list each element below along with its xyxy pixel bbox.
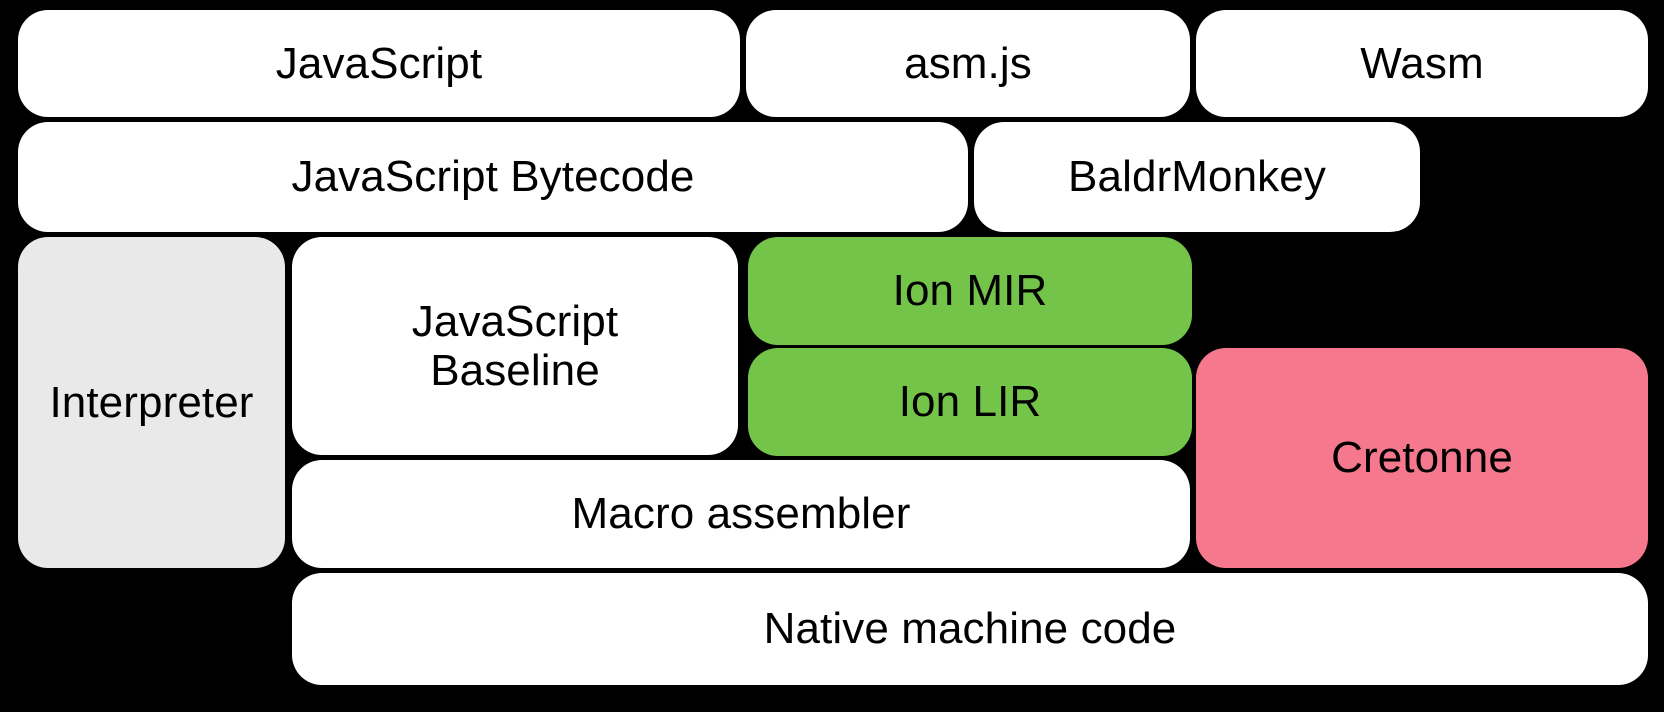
node-cretonne: Cretonne [1196, 348, 1648, 568]
node-javascript-baseline: JavaScript Baseline [292, 237, 738, 455]
node-ion-mir: Ion MIR [748, 237, 1192, 345]
node-javascript: JavaScript [18, 10, 740, 117]
node-native-machine-code: Native machine code [292, 573, 1648, 685]
node-ion-lir: Ion LIR [748, 348, 1192, 456]
node-interpreter: Interpreter [18, 237, 285, 568]
node-wasm: Wasm [1196, 10, 1648, 117]
node-baldrmonkey: BaldrMonkey [974, 122, 1420, 232]
node-macro-assembler: Macro assembler [292, 460, 1190, 568]
node-javascript-bytecode: JavaScript Bytecode [18, 122, 968, 232]
node-asm-js: asm.js [746, 10, 1190, 117]
